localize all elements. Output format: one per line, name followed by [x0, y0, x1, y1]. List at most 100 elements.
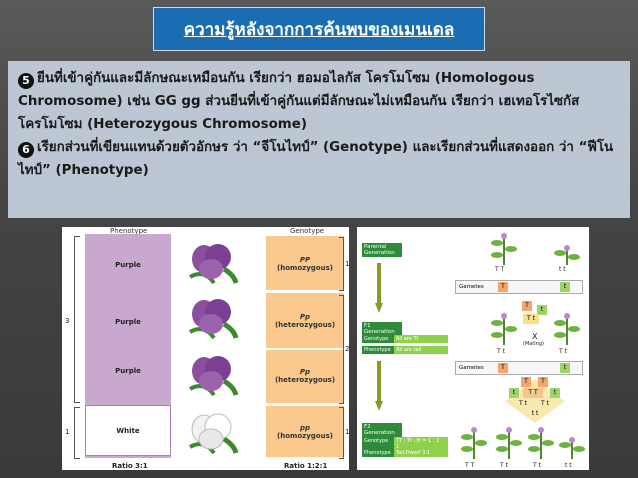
f1-genotype-1: T t	[497, 348, 505, 355]
tall-plant-icon	[491, 313, 517, 345]
f1-generation-label: F1 Generation	[362, 322, 402, 336]
genotype-box-3: Pp (heterozygous)	[266, 350, 344, 403]
bracket-label-3: 3	[65, 317, 70, 325]
bracket-1-left	[74, 407, 80, 459]
purple-flower-icon	[189, 356, 239, 397]
monohybrid-cross-figure: Parental Generation F1 Generation Genoty…	[357, 227, 589, 470]
bracket-right-1a	[339, 237, 344, 291]
gamete-t: t	[560, 282, 570, 292]
cross2-TT: T T	[523, 388, 543, 398]
bracket-right-label-1a: 1	[345, 260, 350, 268]
dwarf-plant-icon	[554, 245, 580, 265]
parent-genotype-1: T T	[495, 266, 505, 273]
bracket-3	[74, 236, 80, 403]
cross1-T: T	[522, 301, 532, 311]
genotype-box-1: PP (homozygous)	[266, 236, 344, 290]
genotype-desc-3: (heterozygous)	[274, 376, 336, 384]
phenotype-label-2: Purple	[115, 318, 141, 326]
cross2-tt: t t	[531, 410, 539, 417]
genotype-ratio: Ratio 1:2:1	[284, 462, 328, 470]
bracket-right-2	[339, 295, 344, 404]
f1-phenotype-value: All are tall	[394, 346, 448, 354]
genotype-code-1: PP	[299, 256, 311, 264]
cross1-Tt: T t	[523, 314, 539, 324]
f2-genotype-key: Genotype	[362, 437, 394, 451]
tall-plant-icon	[554, 313, 580, 345]
f1-phenotype-key: Phenotype	[362, 346, 394, 354]
gametes-label-2: Gametes	[459, 365, 484, 371]
header-phenotype: Phenotype	[110, 227, 148, 235]
genotype-code-4: pp	[299, 424, 311, 432]
white-phenotype-cell	[85, 405, 171, 456]
f1-genotype-2: T t	[559, 348, 567, 355]
f2-phenotype-key: Phenotype	[362, 449, 394, 457]
down-arrow-icon	[375, 263, 383, 313]
genotype-code-2: Pp	[299, 313, 311, 321]
cross2-Tt: T t	[519, 400, 527, 407]
title-box: ความรู้หลังจากการค้นพบของเมนเดล	[153, 7, 485, 51]
f2-phenotype-value: Tall:Dwarf 3:1	[394, 449, 448, 457]
phenotype-label-4: White	[116, 427, 140, 435]
tall-plant-icon	[491, 233, 517, 265]
genotype-code-3: Pp	[299, 368, 311, 376]
down-arrow-icon	[375, 361, 383, 411]
phenotype-label-1: Purple	[115, 261, 141, 269]
gamete-t: t	[560, 363, 570, 373]
bracket-label-1: 1	[65, 428, 70, 436]
phenotype-label-3: Purple	[115, 367, 141, 375]
cross1-t: t	[537, 305, 547, 315]
genotype-box-2: Pp (heterozygous)	[266, 293, 344, 348]
cross2-t: t	[509, 388, 519, 398]
bracket-right-1b	[339, 407, 344, 459]
phenotype-ratio: Ratio 3:1	[112, 462, 148, 470]
tall-plant-icon	[528, 427, 554, 459]
gametes-row-1: Gametes T t	[455, 280, 583, 294]
number-6-icon: 6	[18, 142, 34, 158]
gamete-T: T	[498, 363, 508, 373]
purple-flower-icon	[189, 299, 239, 340]
slide-title: ความรู้หลังจากการค้นพบของเมนเดล	[183, 19, 455, 40]
bullet-text-1: ยีนที่เข้าคู่กันและมีลักษณะเหมือนกัน เรี…	[18, 71, 580, 132]
parental-generation-label: Parental Generation	[362, 243, 402, 257]
genotype-desc-1: (homozygous)	[277, 264, 333, 272]
purple-flower-icon	[189, 244, 239, 285]
gametes-label-1: Gametes	[459, 284, 484, 290]
mating-label: (Mating)	[523, 341, 544, 347]
f2-genotype-4: t t	[565, 462, 572, 469]
f2-genotype-3: T t	[533, 462, 541, 469]
cross2-t: t	[550, 388, 560, 398]
genotype-desc-2: (heterozygous)	[274, 321, 336, 329]
genotype-desc-4: (homozygous)	[277, 432, 333, 440]
phenotype-genotype-figure: Phenotype Genotype Purple Purple Purple …	[62, 227, 349, 470]
f2-genotype-1: T T	[465, 462, 475, 469]
dwarf-plant-icon	[559, 437, 585, 459]
f2-genotype-2: T t	[500, 462, 508, 469]
genotype-box-4: pp (homozygous)	[266, 406, 344, 457]
f2-generation-label: F2 Generation	[362, 423, 402, 437]
f1-genotype-key: Genotype	[362, 335, 394, 343]
number-5-icon: 5	[18, 73, 34, 89]
gamete-T: T	[498, 282, 508, 292]
cross2-Tt: T t	[541, 400, 549, 407]
mating-symbol: X	[532, 332, 538, 341]
bracket-right-label-1b: 1	[345, 428, 350, 436]
gametes-row-2: Gametes T t	[455, 361, 583, 375]
f2-genotype-value: TT : Tt : tt = 1 : 2 : 1	[394, 437, 448, 451]
bracket-right-label-2: 2	[345, 345, 350, 353]
f1-genotype-value: All are Tt	[394, 335, 448, 343]
cross2-T: T	[538, 377, 548, 387]
cross2-T: T	[521, 377, 531, 387]
bullet-text-2: เรียกส่วนที่เขียนแทนด้วยตัวอักษร ว่า “จี…	[18, 140, 614, 178]
tall-plant-icon	[496, 427, 522, 459]
parent-genotype-2: t t	[559, 266, 566, 273]
tall-plant-icon	[461, 427, 487, 459]
header-genotype: Genotype	[290, 227, 325, 235]
white-flower-icon	[189, 413, 239, 455]
